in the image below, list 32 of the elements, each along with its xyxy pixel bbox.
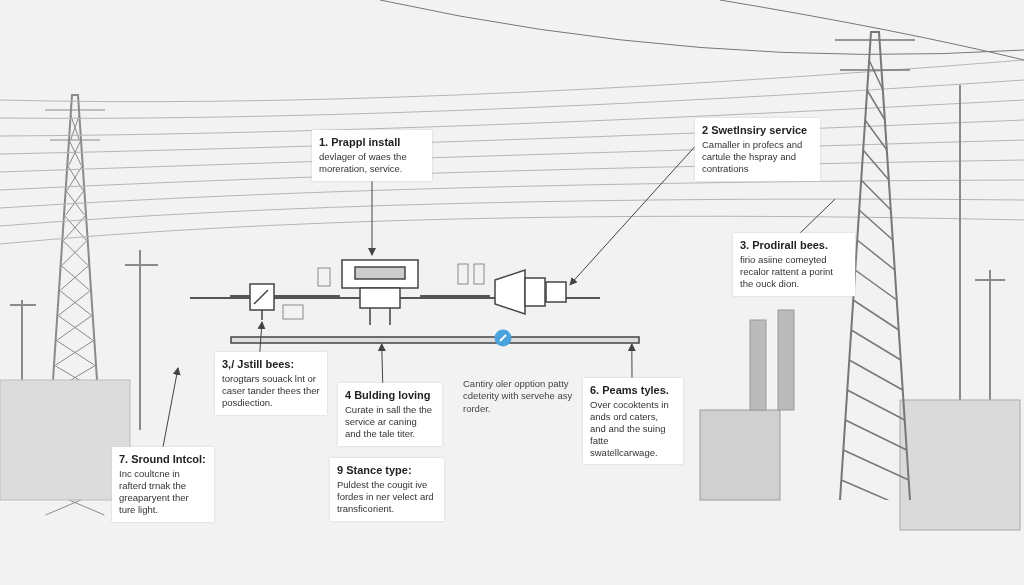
callout-text: Inc coultcne in rafterd trnak the greaparyent ther ture light. [119, 468, 190, 516]
callout-box [583, 378, 683, 465]
leader-arrow [627, 343, 636, 379]
callout-box [733, 233, 855, 296]
callout-text: torogtars souack lnt or caser tander thees ther posdiection. [222, 373, 320, 409]
leader-arrow [377, 343, 386, 384]
leader-line [799, 198, 836, 234]
callout-box [112, 447, 214, 522]
callout-heading: 4 Bulding loving [345, 389, 432, 401]
callout-heading: 7. Sround Intcol: [119, 453, 207, 465]
leader-arrow [162, 367, 181, 448]
leader-arrow [257, 321, 266, 353]
leader-arrow [569, 145, 696, 286]
callout-text: firio asiine comeyted recalor rattent a porint the ouck dion. [740, 254, 834, 290]
note-text: Cantiry oler opption patty cdeterity with servehe asy rorder. [463, 378, 574, 416]
callout-text: devlager of waes the moreration, service. [319, 151, 408, 175]
leader-arrow [368, 180, 376, 256]
callout-text: Over cocoktents in ands ord caters, and and the suing fatte swatellcarwage. [590, 399, 670, 459]
callout-heading: 6. Peams tyles. [590, 384, 670, 396]
callout-text: Camaller in profecs and cartule the hspray and contrations [702, 139, 804, 175]
callout-heading: 3,/ Jstill bees: [222, 358, 296, 370]
callout-text: Curate in sall the the service ar caning and the tale titer. [345, 404, 434, 440]
callout-text: Puldest the cougit ive fordes in ner velect ard transficorient. [337, 479, 435, 515]
callout-box [338, 383, 442, 446]
callout-heading: 9 Stance type: [337, 464, 413, 476]
callout-box [330, 458, 444, 521]
callout-heading: 1. Prappl install [319, 136, 402, 148]
callout-box [215, 352, 327, 415]
callout-box [312, 130, 432, 181]
callout-box [695, 118, 820, 181]
callout-heading: 2 Swetlnsiry service [702, 124, 809, 136]
callout-heading: 3. Prodirall bees. [740, 239, 830, 251]
